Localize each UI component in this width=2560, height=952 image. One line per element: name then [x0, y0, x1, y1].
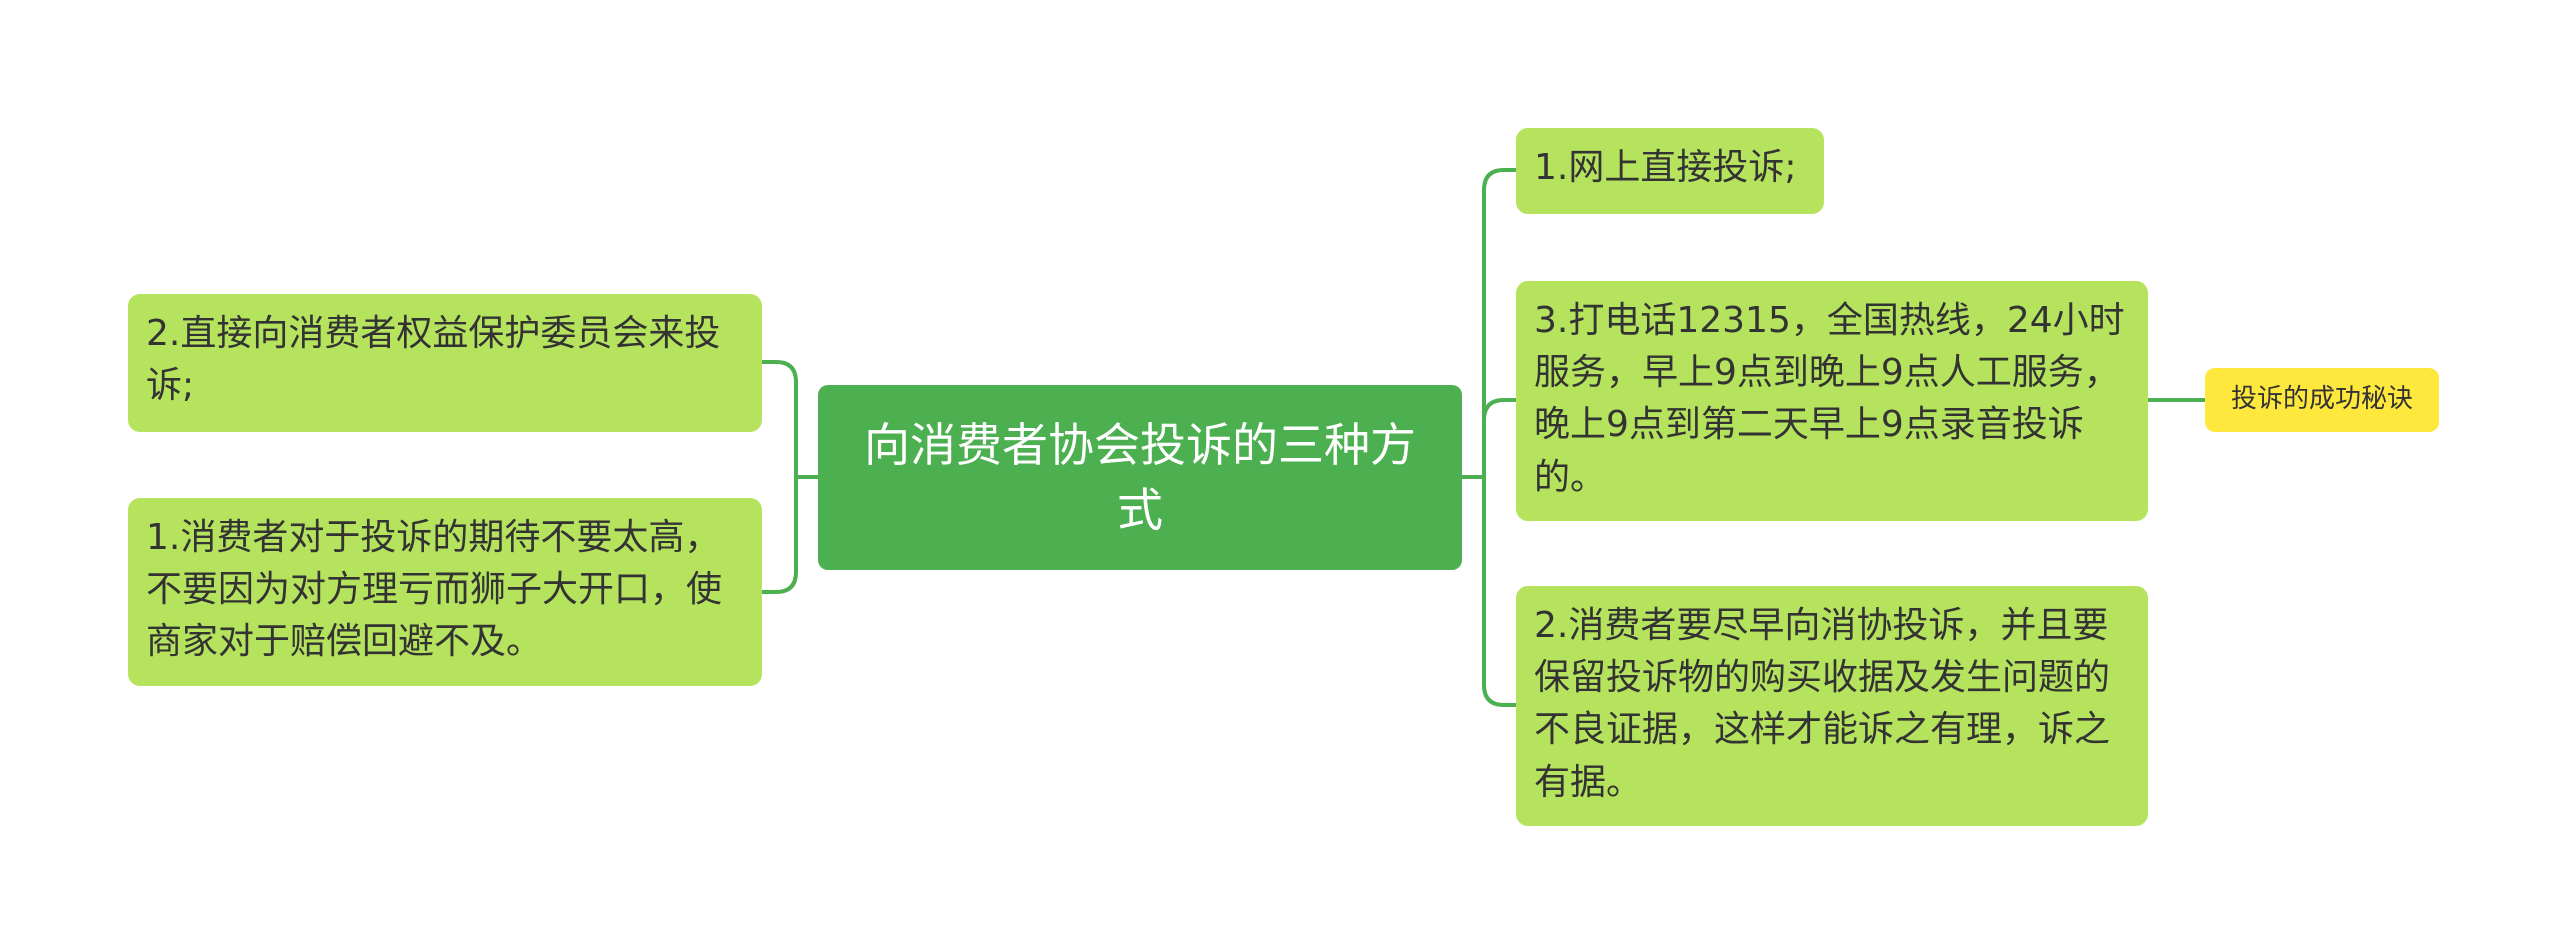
left-branch-2[interactable]: 1.消费者对于投诉的期待不要太高，不要因为对方理亏而狮子大开口，使商家对于赔偿回… [128, 498, 762, 686]
connector-right-1 [1482, 168, 1518, 479]
right-branch-1-label: 1.网上直接投诉; [1534, 147, 1797, 188]
left-branch-1[interactable]: 2.直接向消费者权益保护委员会来投诉; [128, 294, 762, 432]
leaf-topic[interactable]: 投诉的成功秘诀 [2205, 368, 2439, 432]
right-branch-3[interactable]: 2.消费者要尽早向消协投诉，并且要保留投诉物的购买收据及发生问题的不良证据，这样… [1516, 586, 2148, 826]
connector-right-3 [1482, 475, 1518, 707]
connector-right-2 [1482, 398, 1518, 479]
left-branch-1-label: 2.直接向消费者权益保护委员会来投诉; [146, 313, 721, 407]
connector-left-2 [760, 475, 798, 594]
right-branch-2-label: 3.打电话12315，全国热线，24小时服务，早上9点到晚上9点人工服务，晚上9… [1534, 300, 2125, 498]
right-branch-3-label: 2.消费者要尽早向消协投诉，并且要保留投诉物的购买收据及发生问题的不良证据，这样… [1534, 605, 2111, 803]
right-branch-2[interactable]: 3.打电话12315，全国热线，24小时服务，早上9点到晚上9点人工服务，晚上9… [1516, 281, 2148, 521]
root-topic-label: 向消费者协会投诉的三种方式 [864, 418, 1416, 537]
connector-left-1 [760, 360, 798, 479]
root-topic[interactable]: 向消费者协会投诉的三种方式 [818, 385, 1462, 570]
leaf-topic-label: 投诉的成功秘诀 [2230, 384, 2413, 415]
right-branch-1[interactable]: 1.网上直接投诉; [1516, 128, 1824, 214]
left-branch-2-label: 1.消费者对于投诉的期待不要太高，不要因为对方理亏而狮子大开口，使商家对于赔偿回… [146, 517, 723, 663]
